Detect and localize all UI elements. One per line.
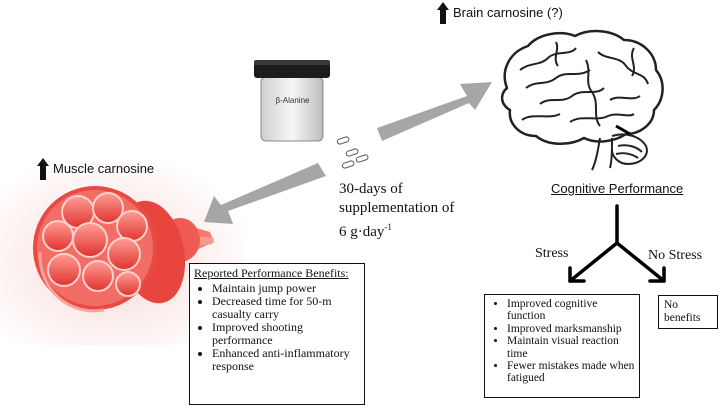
list-item: Fewer mistakes made when fatigued: [507, 360, 635, 385]
arrow-to-muscle: [204, 163, 326, 224]
stress-benefits-box: Improved cognitive function Improved mar…: [484, 294, 640, 398]
arrow-to-brain: [377, 82, 492, 141]
beta-alanine-jar-icon: [254, 60, 330, 142]
stress-benefits-list: Improved cognitive function Improved mar…: [489, 298, 635, 385]
supplementation-dose: 6 g·day: [339, 224, 385, 240]
supplementation-line-2: supplementation of: [339, 200, 455, 216]
no-benefits-text: No benefits: [664, 299, 701, 324]
branch-arrows: [568, 204, 666, 283]
list-item: Maintain visual reaction time: [507, 335, 635, 360]
list-item: Enhanced anti-inflammatory response: [212, 346, 360, 373]
list-item: Improved shooting performance: [212, 320, 360, 347]
capsules-icon: [336, 136, 369, 169]
reported-benefits-list: Maintain jump power Decreased time for 5…: [194, 282, 360, 373]
brain-carnosine-heading: Brain carnosine (?): [453, 5, 563, 20]
supplementation-dose-exponent: -1: [384, 222, 392, 232]
muscle-carnosine-heading: Muscle carnosine: [53, 161, 155, 176]
reported-benefits-title: Reported Performance Benefits:: [194, 266, 349, 280]
up-arrow-brain-icon: [437, 2, 449, 24]
supplementation-text: 30-days of supplementation of 6 g·day-1: [339, 180, 454, 242]
up-arrow-muscle-icon: [37, 158, 49, 180]
stress-label: Stress: [535, 246, 569, 261]
list-item: Improved cognitive function: [507, 298, 635, 323]
supplementation-line-1: 30-days of: [339, 181, 403, 197]
no-benefits-box: No benefits: [658, 295, 718, 329]
muscle-bundle-icon: [33, 186, 214, 313]
list-item: Decreased time for 50-m casualty carry: [212, 294, 360, 321]
list-item: Improved marksmanship: [507, 323, 635, 335]
cognitive-performance-heading: Cognitive Performance: [551, 181, 684, 196]
brain-icon: [500, 29, 664, 171]
supplementation-line-3: 6 g·day-1: [339, 218, 454, 242]
no-stress-label: No Stress: [648, 248, 703, 263]
jar-label: β-Alanine: [275, 96, 310, 105]
reported-benefits-box: Reported Performance Benefits: Maintain …: [189, 263, 365, 405]
list-item: Maintain jump power: [212, 282, 360, 295]
